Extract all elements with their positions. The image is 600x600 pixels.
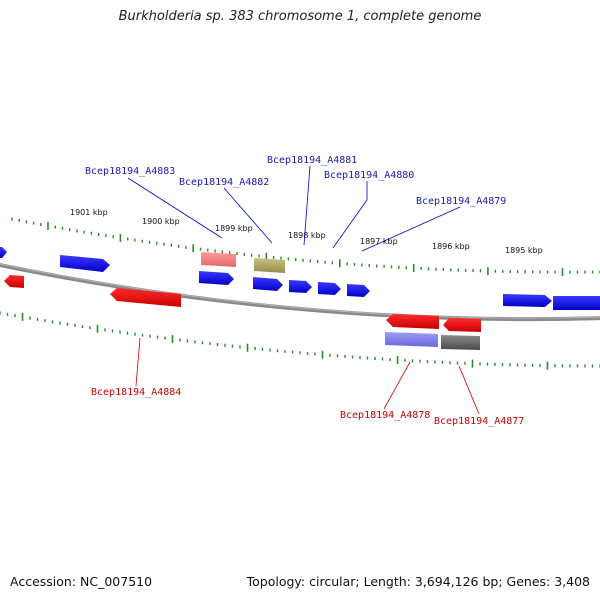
- gene-label-a4882[interactable]: Bcep18194_A4882: [179, 177, 269, 188]
- gene-minus-left-edge[interactable]: [4, 275, 24, 288]
- map-title: Burkholderia sp. 383 chromosome 1, compl…: [118, 9, 482, 24]
- scale-label-1895: 1895 kbp: [505, 246, 543, 255]
- gene-plus-2[interactable]: [199, 271, 234, 285]
- gene-plus-left-edge[interactable]: [0, 247, 7, 258]
- scale-label-1896: 1896 kbp: [432, 242, 470, 251]
- gene-a4883[interactable]: [201, 252, 236, 267]
- gene-minus-lavender[interactable]: [385, 332, 438, 347]
- gene-label-a4883[interactable]: Bcep18194_A4883: [85, 166, 175, 177]
- gene-label-a4879[interactable]: Bcep18194_A4879: [416, 196, 506, 207]
- chromosome-backbone-highlight: [0, 263, 600, 319]
- gene-a4884[interactable]: [110, 288, 181, 307]
- scale-label-1901: 1901 kbp: [70, 208, 108, 217]
- gene-a4882[interactable]: [254, 258, 285, 273]
- gene-a4877[interactable]: [443, 318, 481, 332]
- scale-label-1900: 1900 kbp: [142, 217, 180, 226]
- leader-lines-minus: [135, 337, 480, 415]
- scale-label-1897: 1897 kbp: [360, 237, 398, 246]
- chromosome-backbone: [0, 262, 600, 322]
- gene-plus-1[interactable]: [60, 255, 110, 272]
- scale-label-1899: 1899 kbp: [215, 224, 253, 233]
- lower-scale-ticks: [0, 311, 600, 370]
- gene-label-a4880[interactable]: Bcep18194_A4880: [324, 170, 414, 181]
- gene-label-a4877[interactable]: Bcep18194_A4877: [434, 416, 524, 427]
- gene-a4879[interactable]: [318, 282, 341, 295]
- leader-lines-plus: [127, 165, 461, 252]
- gene-label-a4881[interactable]: Bcep18194_A4881: [267, 155, 357, 166]
- accession-text: Accession: NC_007510: [10, 574, 153, 589]
- gene-label-a4884[interactable]: Bcep18194_A4884: [91, 387, 181, 398]
- scale-label-1898: 1898 kbp: [288, 231, 326, 240]
- gene-label-a4878[interactable]: Bcep18194_A4878: [340, 410, 430, 421]
- gene-plus-3[interactable]: [347, 284, 370, 297]
- gene-a4878[interactable]: [386, 314, 439, 329]
- genome-summary-text: Topology: circular; Length: 3,694,126 bp…: [246, 574, 590, 589]
- gene-minus-grey[interactable]: [441, 335, 480, 350]
- gene-a4880[interactable]: [289, 280, 312, 293]
- gene-plus-4[interactable]: [503, 294, 552, 307]
- gene-plus-5[interactable]: [553, 296, 600, 310]
- upper-scale-ticks: [11, 217, 600, 277]
- gene-a4881[interactable]: [253, 277, 283, 291]
